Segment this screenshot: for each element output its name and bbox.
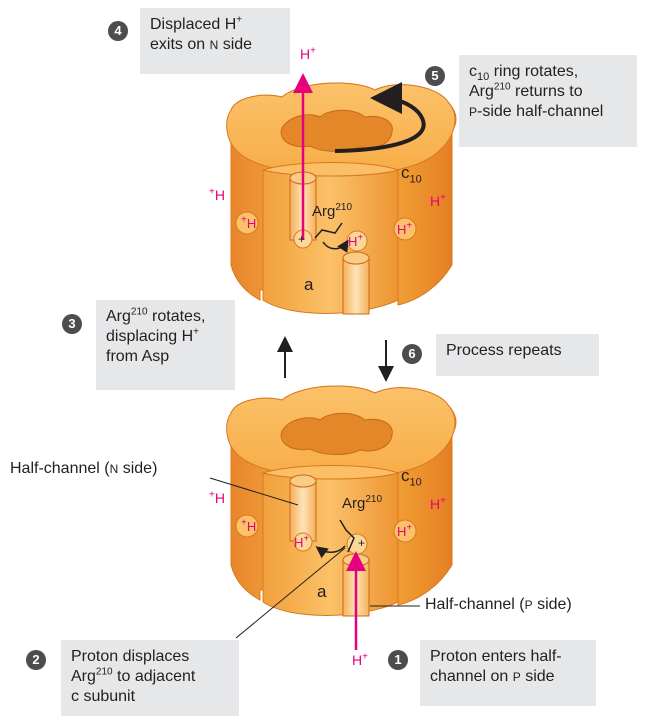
- step-6-line-1: Process repeats: [446, 342, 562, 359]
- step-5-box: c10 ring rotates, Arg210 returns to p-si…: [459, 55, 637, 147]
- step-5-badge: 5: [425, 66, 445, 86]
- arg-side-chain: [314, 222, 343, 239]
- step-2-line-2: Arg210 to adjacent: [71, 666, 196, 685]
- step-2-line-1: Proton displaces: [71, 648, 190, 665]
- subunit-a-label: a: [317, 582, 327, 601]
- step-5-line-1: c10 ring rotates,: [469, 63, 579, 84]
- subunit-a-label: a: [304, 275, 314, 294]
- subunit-a-body: [262, 169, 399, 314]
- p-half-channel: [342, 257, 370, 315]
- step-6-box: Process repeats: [436, 334, 599, 376]
- c-ring-hole: [280, 412, 393, 455]
- c-ring-hole: [280, 109, 393, 152]
- step-5-line-3: p-side half-channel: [469, 103, 604, 120]
- proton-label: +H: [209, 489, 225, 506]
- c-subunit-site-left: [235, 514, 259, 538]
- proton-label-exit: H+: [300, 45, 316, 62]
- proton-label: H+: [430, 495, 446, 512]
- leader-half-channel-n: [209, 477, 299, 506]
- proton-label: H+: [348, 232, 364, 249]
- arg-label: Arg210: [312, 202, 353, 221]
- n-half-channel-top: [289, 474, 317, 488]
- half-channel-n-label: Half-channel (n side): [10, 460, 158, 477]
- proton-label: H+: [397, 220, 413, 237]
- top-assembly: [226, 73, 457, 315]
- c-subunit-site-left: [235, 211, 259, 235]
- step-4-badge: 4: [108, 21, 128, 41]
- proton-label-entry: H+: [352, 651, 368, 668]
- step-5-line-2: Arg210 returns to: [469, 81, 583, 100]
- proton-label: H+: [397, 522, 413, 539]
- step-4-line-2: exits on n side: [150, 36, 253, 53]
- ring-label: c10: [401, 163, 422, 186]
- leader-step2: [235, 547, 346, 639]
- proton-label: H+: [430, 192, 446, 209]
- c-subunit-site-right: [393, 217, 417, 241]
- proton-label: +H: [209, 186, 225, 203]
- ring-label: c10: [401, 466, 422, 489]
- step-4-line-1: Displaced H+: [150, 14, 243, 33]
- step-2-box: Proton displaces Arg210 to adjacent c su…: [61, 640, 239, 716]
- step-4-box: Displaced H+ exits on n side: [140, 8, 290, 74]
- arg-label: Arg210: [342, 494, 383, 513]
- arg-side-chain: [339, 519, 355, 553]
- rotation-arrow: [334, 82, 426, 153]
- step-3-line-1: Arg210 rotates,: [106, 306, 206, 325]
- c-subunit-site-right: [393, 519, 417, 543]
- arg-swing-arrow: [322, 239, 349, 253]
- arg-charge: +: [358, 536, 366, 550]
- step-2-badge: 2: [26, 650, 46, 670]
- step-1-badge: 1: [388, 650, 408, 670]
- step-3-box: Arg210 rotates, displacing H+ from Asp: [96, 300, 235, 390]
- step-3-line-3: from Asp: [106, 348, 170, 365]
- half-channel-p-label: Half-channel (p side): [425, 596, 572, 613]
- step-6-badge: 6: [402, 344, 422, 364]
- proton-label: H+: [294, 533, 310, 550]
- asp-site-1: [293, 532, 313, 552]
- step-1-line-2: channel on p side: [430, 668, 555, 685]
- proton-label: +H: [241, 517, 257, 534]
- step-3-badge: 3: [62, 314, 82, 334]
- p-half-channel-top: [342, 251, 370, 265]
- step-1-box: Proton enters half- channel on p side: [420, 640, 596, 706]
- arg-push-arrow: [315, 545, 346, 559]
- step-3-line-2: displacing H+: [106, 326, 199, 345]
- arg-charge: +: [298, 232, 306, 246]
- proton-label: +H: [241, 214, 257, 231]
- bottom-assembly: [226, 385, 457, 650]
- step-2-line-3: c subunit: [71, 688, 136, 705]
- n-half-channel: [289, 480, 317, 542]
- step-1-line-1: Proton enters half-: [430, 648, 562, 665]
